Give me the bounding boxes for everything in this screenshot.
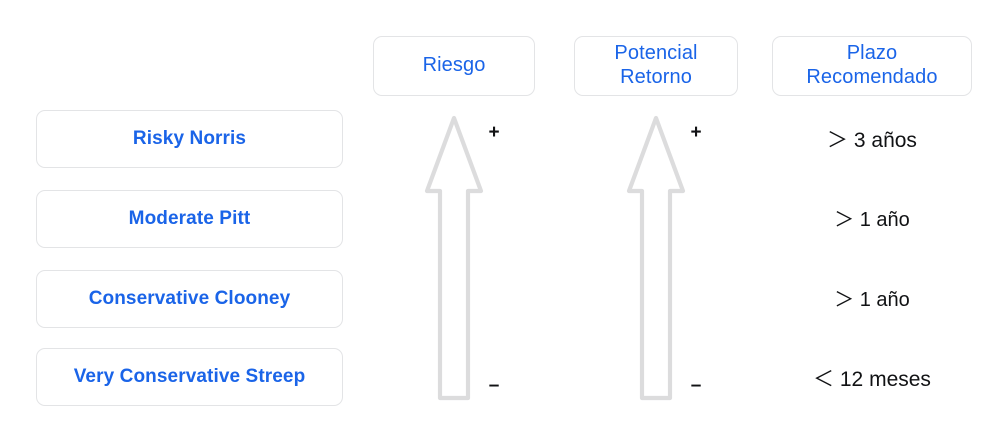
potential-return-scale-minus-sign: – [690,375,702,396]
potential-return-scale-arrow [626,112,686,404]
column-header-potencial-retorno-label: Potencial Retorno [614,42,697,89]
profile-label: Conservative Clooney [88,287,291,309]
profile-label: Risky Norris [132,127,247,149]
profile-row-moderate-pitt[interactable]: Moderate Pitt [36,190,343,248]
profile-row-risky-norris[interactable]: Risky Norris [36,110,343,168]
profile-label: Very Conservative Streep [73,365,306,387]
column-header-riesgo-label: Riesgo [422,54,486,77]
risk-scale-plus-sign: + [488,122,500,143]
up-arrow-icon [424,115,484,401]
header-line-1: Potencial [614,42,698,65]
recommended-term-risky-norris: ＞ 3 años [827,129,917,152]
recommended-term-very-conservative-streep: ＜ 12 meses [813,368,931,391]
profile-label: Moderate Pitt [128,207,251,229]
column-header-plazo-recomendado-label: Plazo Recomendado [806,42,937,89]
header-line-2: Retorno [620,66,692,88]
risk-scale-arrow [424,112,484,404]
recommended-term-conservative-clooney: ＞ 1 año [834,289,910,311]
profile-row-very-conservative-streep[interactable]: Very Conservative Streep [36,348,343,406]
header-line-2: Recomendado [806,66,938,88]
column-header-plazo-recomendado: Plazo Recomendado [772,36,972,96]
column-header-riesgo: Riesgo [373,36,535,96]
risk-scale-minus-sign: – [488,375,500,396]
up-arrow-icon [626,115,686,401]
profile-row-conservative-clooney[interactable]: Conservative Clooney [36,270,343,328]
header-line-1: Plazo [846,42,898,65]
column-header-potencial-retorno: Potencial Retorno [574,36,738,96]
potential-return-scale-plus-sign: + [690,122,702,143]
recommended-term-moderate-pitt: ＞ 1 año [834,209,910,231]
